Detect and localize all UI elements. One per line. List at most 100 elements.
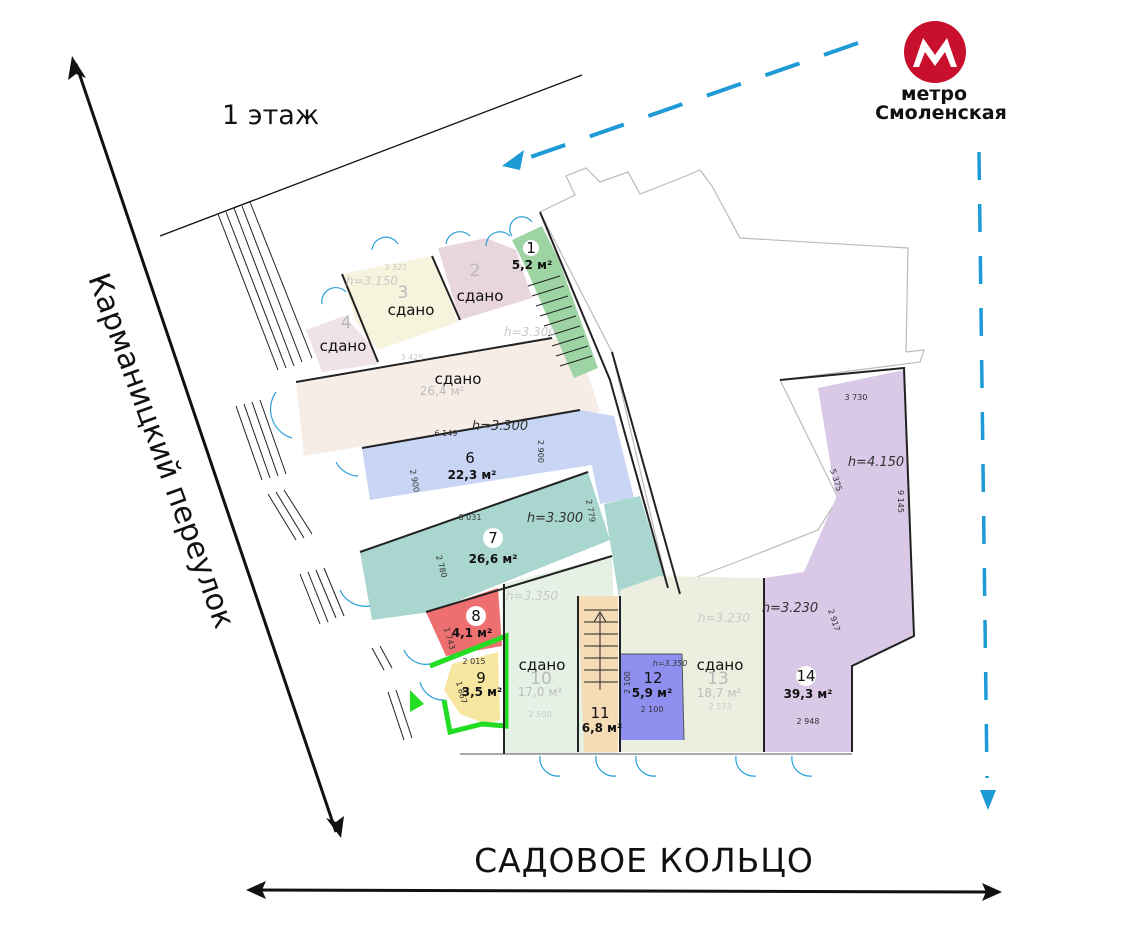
street-axis-bottom: [251, 888, 997, 894]
svg-text:18,7 м²: 18,7 м²: [697, 686, 742, 700]
room-7-label: h=3.300 8 031 2 779 7 26,6 м² 2 780: [434, 499, 597, 579]
svg-text:2 500: 2 500: [529, 710, 552, 719]
room-9[interactable]: [444, 652, 500, 724]
svg-text:4,1 м²: 4,1 м²: [452, 626, 493, 640]
svg-text:2 100: 2 100: [623, 671, 632, 694]
svg-text:h=3.230: h=3.230: [762, 601, 818, 616]
arrow-left-icon: [246, 881, 266, 899]
svg-text:1: 1: [526, 239, 536, 257]
svg-text:2 900: 2 900: [408, 469, 421, 493]
room-5-label: h=3.300 3 425 сдано 26,4 м²: [401, 325, 557, 398]
svg-text:2 100: 2 100: [641, 705, 664, 714]
svg-text:2 015: 2 015: [463, 657, 486, 666]
room-2[interactable]: [438, 238, 532, 320]
room-10-label: h=3.350 сдано 10 17,0 м² 2 500: [506, 589, 565, 719]
svg-text:6: 6: [465, 449, 475, 467]
svg-text:22,3 м²: 22,3 м²: [448, 468, 497, 482]
entrance-marker-icon: [410, 690, 424, 712]
svg-text:сдано: сдано: [388, 301, 435, 319]
floor-title: 1 этаж: [222, 100, 319, 131]
svg-text:8 031: 8 031: [459, 513, 482, 522]
route-dashed-line-top: [521, 41, 859, 162]
svg-text:13: 13: [707, 669, 729, 689]
svg-text:4: 4: [341, 313, 352, 333]
room-7[interactable]: [360, 472, 668, 620]
arrow-down-icon: [326, 816, 344, 838]
svg-text:6 149: 6 149: [435, 429, 458, 438]
svg-text:26,4 м²: 26,4 м²: [420, 384, 465, 398]
room-2-label: 2 сдано: [457, 261, 504, 305]
svg-text:сдано: сдано: [697, 656, 744, 674]
metro-logo-icon: [904, 21, 966, 83]
svg-text:сдано: сдано: [519, 656, 566, 674]
svg-text:6,8 м²: 6,8 м²: [582, 721, 623, 735]
svg-text:h=3.300: h=3.300: [504, 325, 556, 339]
arrow-up-icon: [68, 56, 86, 80]
metro-label-line2: Смоленская: [875, 102, 1007, 124]
svg-text:h=3.350: h=3.350: [653, 659, 688, 668]
svg-text:11: 11: [590, 704, 609, 722]
stair-run-room-11: [584, 609, 618, 690]
svg-text:10: 10: [530, 669, 552, 689]
room-3-label: 3 321 h=3.150 3 сдано: [346, 263, 434, 319]
svg-text:9 145: 9 145: [896, 490, 905, 513]
svg-text:2 573: 2 573: [709, 702, 732, 711]
svg-text:3,5 м²: 3,5 м²: [462, 685, 503, 699]
room-5[interactable]: [296, 338, 600, 456]
svg-text:h=3.230: h=3.230: [698, 611, 750, 625]
route-arrow-left-icon: [502, 150, 524, 170]
building-walls: [295, 211, 916, 755]
svg-text:сдано: сдано: [435, 370, 482, 388]
courtyard-outline: [539, 167, 925, 589]
stair-run-room-1: [527, 275, 593, 367]
room-11[interactable]: [578, 596, 618, 752]
room-12-label: h=3.350 12 5,9 м² 2 100 2 100: [623, 659, 687, 714]
room-1[interactable]: [512, 226, 598, 378]
svg-text:3 730: 3 730: [845, 393, 868, 402]
street-label-bottom: САДОВОЕ КОЛЬЦО: [474, 841, 814, 880]
entrance-stairs: [217, 201, 413, 741]
svg-text:26,6 м²: 26,6 м²: [469, 552, 518, 566]
metro-station-marker: метро Смоленская: [875, 21, 1007, 124]
svg-text:5,9 м²: 5,9 м²: [632, 686, 673, 700]
svg-text:h=3.350: h=3.350: [506, 589, 558, 603]
room-14[interactable]: [764, 370, 914, 752]
room-11-label: 11 6,8 м²: [582, 704, 623, 735]
route-dashed-line-right: [977, 151, 989, 779]
street-label-left: Карманицкий переулок: [80, 269, 241, 633]
room-4[interactable]: [306, 316, 378, 372]
metro-label-line1: метро: [901, 83, 967, 105]
svg-text:3 425: 3 425: [401, 353, 424, 362]
svg-text:3 321: 3 321: [385, 263, 408, 272]
room-12[interactable]: [620, 654, 684, 740]
svg-text:сдано: сдано: [320, 337, 367, 355]
room-8[interactable]: [426, 588, 502, 656]
doors: [269, 216, 813, 777]
room-4-label: 4 сдано: [320, 313, 367, 355]
route-arrow-down-icon: [980, 790, 996, 810]
rented-label: сдано: [457, 287, 504, 305]
room-13-label: h=3.230 сдано 13 18,7 м² 2 573: [697, 611, 751, 711]
svg-text:3: 3: [398, 283, 409, 303]
svg-text:17,0 м²: 17,0 м²: [518, 685, 563, 699]
arrow-right-icon: [982, 883, 1002, 901]
room-6[interactable]: [362, 410, 634, 504]
svg-text:2: 2: [470, 261, 481, 281]
svg-text:14: 14: [796, 667, 815, 685]
svg-text:7: 7: [488, 529, 498, 547]
svg-text:5,2 м²: 5,2 м²: [512, 258, 553, 272]
metro-m-glyph-icon: [913, 38, 957, 67]
room-6-label: h=3.300 6 149 2 900 6 22,3 м² 2 900: [408, 419, 545, 493]
svg-text:2 948: 2 948: [797, 717, 820, 726]
svg-text:39,3 м²: 39,3 м²: [784, 687, 833, 701]
street-axis-left: [74, 63, 338, 833]
svg-text:12: 12: [643, 669, 662, 687]
room-3[interactable]: [342, 256, 458, 350]
room-8-label: 8 4,1 м² 1 743: [442, 606, 492, 651]
svg-text:2 900: 2 900: [536, 440, 545, 463]
svg-text:9: 9: [476, 669, 486, 687]
svg-text:h=3.300: h=3.300: [527, 511, 583, 526]
room-1-label: 1 5,2 м²: [512, 239, 553, 272]
svg-text:h=3.300: h=3.300: [472, 419, 528, 434]
